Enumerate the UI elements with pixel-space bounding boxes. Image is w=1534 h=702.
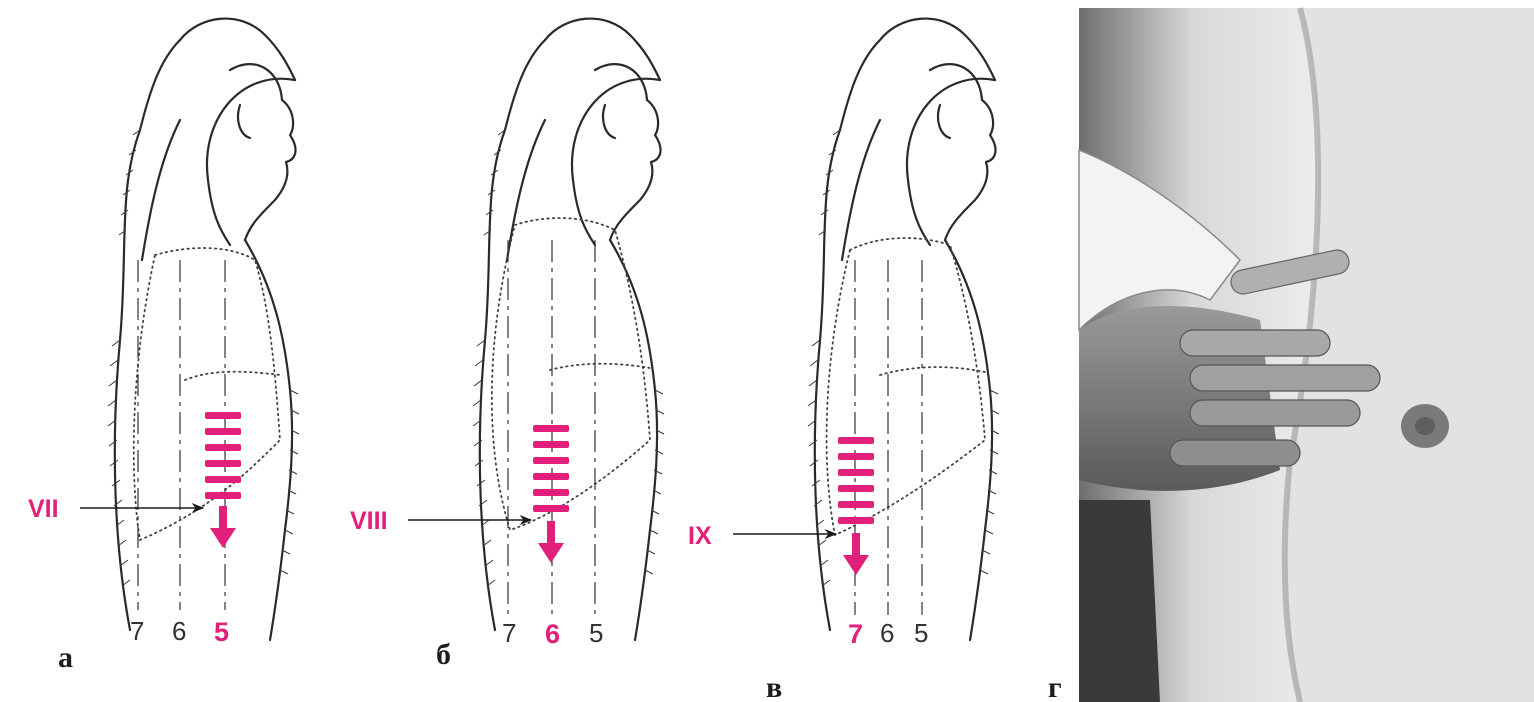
line-label: 7 [130,616,144,646]
line-label: 5 [589,618,603,648]
line-label: 7 [502,618,516,648]
lung-border-b [492,218,650,530]
percussion-marks-a [205,412,241,548]
line-label-highlight: 6 [545,619,560,649]
panel-b [473,19,664,640]
panel-letter-d: г [1048,671,1062,702]
body-outline-c [815,19,996,640]
line-label-highlight: 5 [214,617,229,647]
down-arrow-icon [843,555,869,575]
panel-letter-a: а [58,641,73,674]
rib-label-b: VIII [350,507,388,535]
hatching-c [808,130,999,586]
palpation-photo [1079,8,1534,702]
hatching-b [473,130,664,586]
panel-c [808,19,999,640]
line-label: 6 [172,616,186,646]
body-outline-b [480,19,661,640]
rib-label-a: VII [28,495,59,523]
percussion-marks-b [533,425,569,563]
down-arrow-icon [538,543,564,563]
panel-letter-b: б [436,638,451,671]
line-label-highlight: 7 [848,619,863,649]
panel-a [108,19,299,640]
panel-letter-c: в [766,671,782,702]
rib-label-c: IX [688,522,712,550]
line-label: 6 [880,618,894,648]
line-label: 5 [914,618,928,648]
down-arrow-icon [210,528,236,548]
body-outline-a [115,19,296,640]
percussion-marks-c [838,437,874,575]
